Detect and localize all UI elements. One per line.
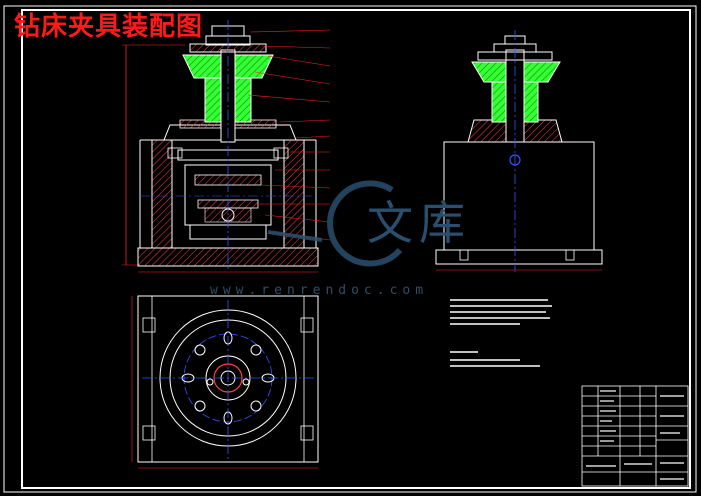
title-block <box>581 385 689 487</box>
side-view <box>435 30 603 272</box>
outer-frame <box>3 5 697 493</box>
drawing-title: 钻床夹具装配图 <box>14 12 204 42</box>
inner-frame <box>21 9 691 489</box>
technical-notes <box>450 299 552 367</box>
watermark-url: www.renrendoc.com <box>210 283 429 298</box>
watermark-glyphs: 文库 <box>367 196 471 250</box>
title-block-text-marks <box>586 390 684 480</box>
watermark-logo <box>267 180 403 267</box>
front-section-view <box>122 20 331 273</box>
plan-view <box>131 295 319 469</box>
